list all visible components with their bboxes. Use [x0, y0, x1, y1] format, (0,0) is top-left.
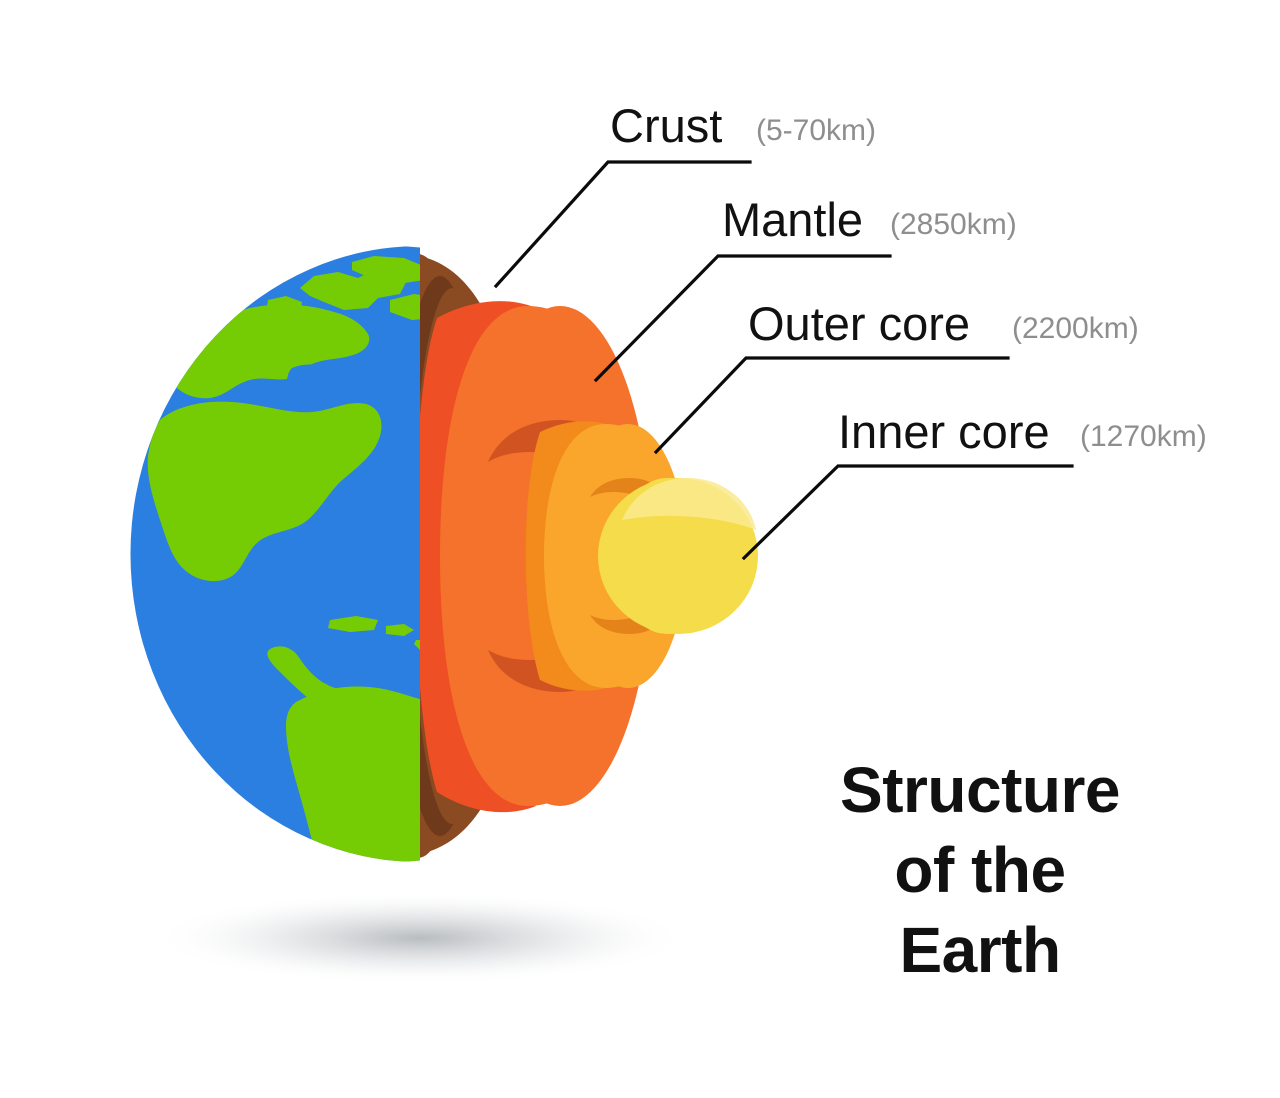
label-outer-core-name: Outer core — [748, 297, 970, 350]
label-mantle[interactable]: Mantle (2850km) — [722, 193, 1017, 246]
leader-mantle — [593, 254, 892, 383]
leader-crust — [493, 160, 752, 289]
layer-inner-core — [598, 478, 758, 634]
label-mantle-depth: (2850km) — [890, 208, 1017, 241]
page-title-line-3: Earth — [899, 914, 1060, 986]
label-outer-core-depth: (2200km) — [1012, 312, 1139, 345]
label-inner-core[interactable]: Inner core (1270km) — [838, 405, 1207, 458]
leader-lines — [493, 160, 1074, 561]
label-crust-depth: (5-70km) — [756, 114, 876, 147]
label-crust-name: Crust — [610, 99, 722, 152]
label-outer-core[interactable]: Outer core (2200km) — [748, 297, 1139, 350]
leader-inner-core — [741, 464, 1074, 561]
ocean — [130, 246, 420, 862]
leader-outer-core — [653, 356, 1010, 455]
ground-shadow — [152, 892, 688, 984]
page-title: Structure of the Earth — [840, 754, 1121, 986]
earth-globe — [130, 246, 420, 862]
page-title-line-2: of the — [894, 834, 1065, 906]
label-mantle-name: Mantle — [722, 193, 863, 246]
label-crust[interactable]: Crust (5-70km) — [610, 99, 876, 152]
page-title-line-1: Structure — [840, 754, 1120, 826]
label-inner-core-name: Inner core — [838, 405, 1050, 458]
label-inner-core-depth: (1270km) — [1080, 420, 1207, 453]
